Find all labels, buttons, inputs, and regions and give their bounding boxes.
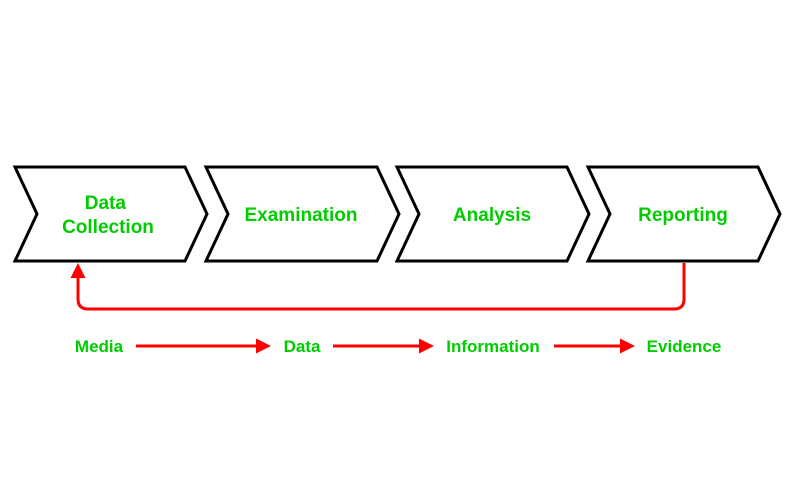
chevron-shape xyxy=(585,165,782,263)
chevron-shape xyxy=(394,165,591,263)
stage-reporting-label: Reporting xyxy=(638,205,728,226)
flow-label-media: Media xyxy=(75,337,124,356)
stage-reporting: Reporting xyxy=(585,165,782,263)
stage-analysis-label: Analysis xyxy=(453,205,531,226)
stage-data-collection: Data Collection xyxy=(12,165,209,263)
feedback-arrow xyxy=(70,263,686,311)
stage-data-collection-label: Data Collection xyxy=(62,193,154,238)
flow-label-data: Data xyxy=(284,337,321,356)
flow-label-evidence: Evidence xyxy=(647,337,722,356)
stage-examination-label: Examination xyxy=(245,205,358,226)
flow-label-information: Information xyxy=(446,337,540,356)
stage-examination: Examination xyxy=(203,165,401,263)
chevron-shape xyxy=(203,165,401,263)
stage-label-line1: Data xyxy=(85,193,127,214)
stage-label-line2: Collection xyxy=(62,217,154,238)
chevron-shape xyxy=(12,165,209,263)
stage-analysis: Analysis xyxy=(394,165,591,263)
